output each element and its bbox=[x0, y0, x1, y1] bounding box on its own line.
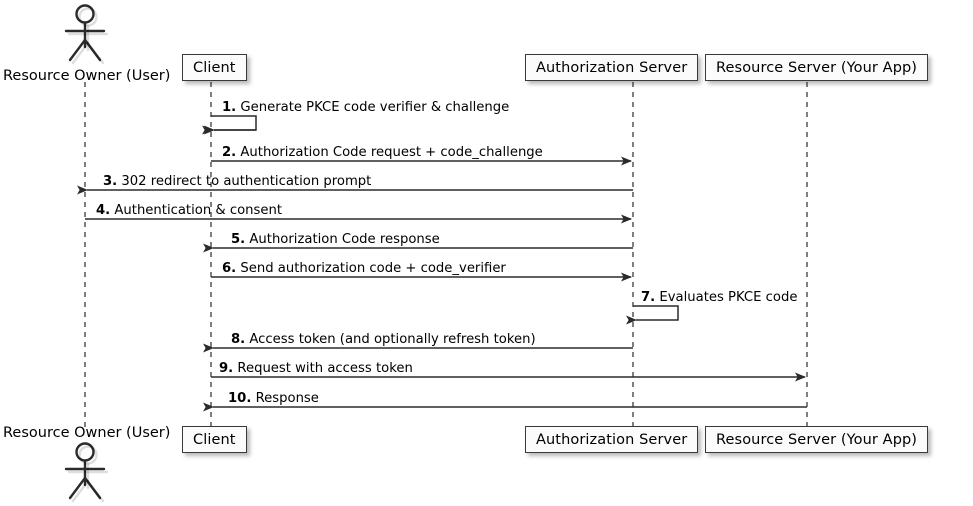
message-text-7: Evaluates PKCE code bbox=[659, 290, 798, 305]
message-number-3: 3. bbox=[103, 174, 118, 189]
actor-figure-top bbox=[64, 4, 106, 62]
participant-box-client-top[interactable]: Client bbox=[182, 54, 247, 81]
message-label-6: 6. Send authorization code + code_verifi… bbox=[222, 261, 506, 276]
participant-label-res: Resource Server (Your App) bbox=[716, 59, 918, 76]
message-number-9: 9. bbox=[219, 361, 234, 376]
message-label-8: 8. Access token (and optionally refresh … bbox=[231, 332, 536, 347]
message-text-4: Authentication & consent bbox=[114, 203, 283, 218]
message-label-5: 5. Authorization Code response bbox=[231, 232, 440, 247]
message-text-2: Authorization Code request + code_challe… bbox=[240, 145, 543, 160]
participant-label-res-bottom: Resource Server (Your App) bbox=[716, 431, 918, 448]
message-number-7: 7. bbox=[641, 290, 656, 305]
participant-box-authz-top[interactable]: Authorization Server bbox=[525, 54, 699, 81]
participant-box-res-top[interactable]: Resource Server (Your App) bbox=[705, 54, 929, 81]
participant-label-authz: Authorization Server bbox=[536, 59, 688, 76]
message-number-8: 8. bbox=[231, 332, 246, 347]
message-number-6: 6. bbox=[222, 261, 237, 276]
participant-label-client: Client bbox=[193, 59, 236, 76]
message-label-9: 9. Request with access token bbox=[219, 361, 413, 376]
message-text-8: Access token (and optionally refresh tok… bbox=[249, 332, 536, 347]
message-number-2: 2. bbox=[222, 145, 237, 160]
message-text-9: Request with access token bbox=[237, 361, 413, 376]
participant-box-res-bottom[interactable]: Resource Server (Your App) bbox=[705, 426, 929, 453]
message-text-6: Send authorization code + code_verifier bbox=[240, 261, 506, 276]
message-label-3: 3. 302 redirect to authentication prompt bbox=[103, 174, 371, 189]
message-number-5: 5. bbox=[231, 232, 246, 247]
actor-label-top: Resource Owner (User) bbox=[3, 68, 170, 84]
participant-box-authz-bottom[interactable]: Authorization Server bbox=[525, 426, 699, 453]
message-text-5: Authorization Code response bbox=[249, 232, 440, 247]
message-label-10: 10. Response bbox=[228, 391, 319, 406]
actor-label-top-text: Resource Owner (User) bbox=[3, 68, 171, 84]
message-label-2: 2. Authorization Code request + code_cha… bbox=[222, 145, 543, 160]
participant-label-client-bottom: Client bbox=[193, 431, 236, 448]
message-text-3: 302 redirect to authentication prompt bbox=[121, 174, 372, 189]
message-label-4: 4. Authentication & consent bbox=[96, 203, 282, 218]
actor-label-bottom-text: Resource Owner (User) bbox=[3, 425, 171, 441]
message-number-1: 1. bbox=[222, 100, 237, 115]
actor-label-bottom: Resource Owner (User) bbox=[3, 425, 170, 441]
participant-box-client-bottom[interactable]: Client bbox=[182, 426, 247, 453]
arrow-msg-7 bbox=[626, 305, 679, 325]
message-text-1: Generate PKCE code verifier & challenge bbox=[240, 100, 510, 115]
arrow-msg-1 bbox=[202, 115, 257, 135]
participant-label-authz-bottom: Authorization Server bbox=[536, 431, 688, 448]
message-text-10: Response bbox=[255, 391, 319, 406]
message-label-7: 7. Evaluates PKCE code bbox=[641, 290, 797, 305]
message-number-10: 10. bbox=[228, 391, 252, 406]
message-label-1: 1. Generate PKCE code verifier & challen… bbox=[222, 100, 509, 115]
actor-figure-bottom bbox=[64, 442, 106, 500]
message-number-4: 4. bbox=[96, 203, 111, 218]
